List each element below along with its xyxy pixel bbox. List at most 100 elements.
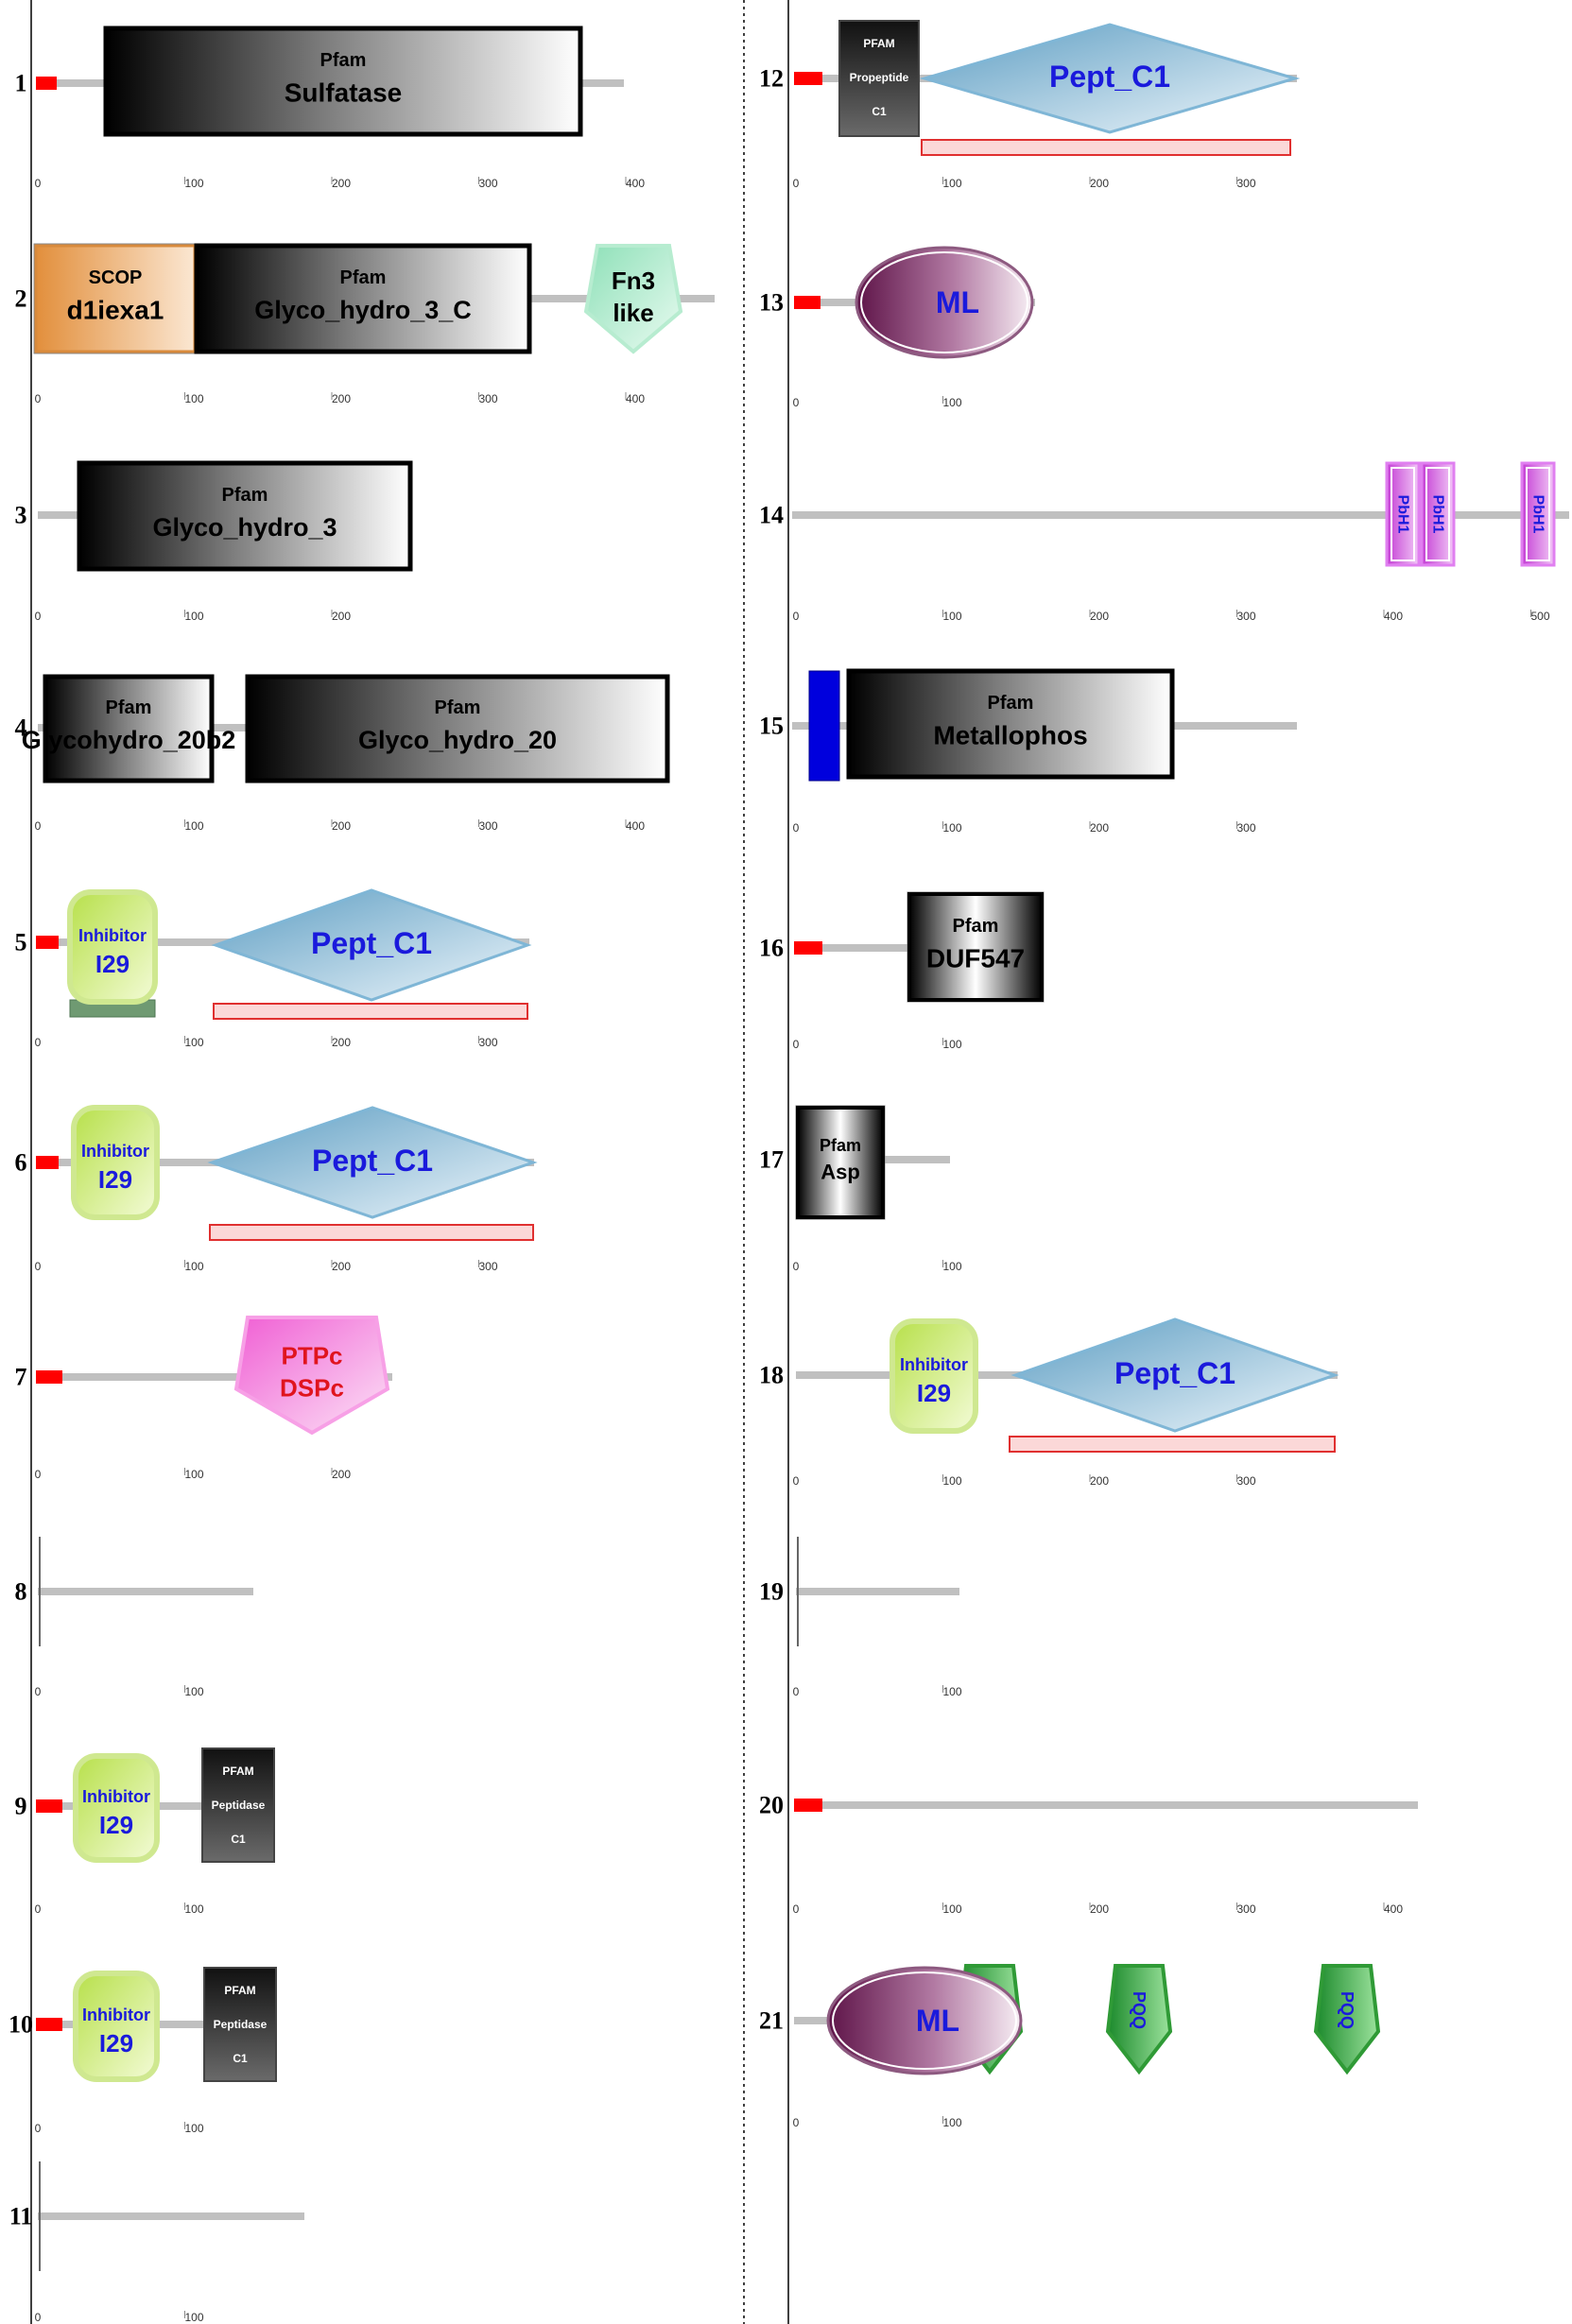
domain-name-label: PQQ — [1338, 1991, 1356, 2029]
domain-name-label: Pept_C1 — [1049, 60, 1170, 94]
domain-box — [201, 1747, 275, 1863]
domain: PbH1 — [1385, 461, 1421, 567]
axis-tick-label: 200 — [1090, 610, 1109, 623]
domain-box — [796, 1106, 885, 1219]
axis-tick-label: 200 — [332, 1260, 351, 1273]
domain-diamond — [919, 23, 1301, 134]
domain: ML — [855, 246, 1034, 359]
axis-tick-label: 300 — [478, 177, 497, 190]
domain: PbH1 — [1420, 461, 1456, 567]
axis-tick-label: 200 — [332, 177, 351, 190]
domain-source-label: Pfam — [820, 1136, 861, 1155]
domain-name-label: DUF547 — [926, 944, 1025, 973]
domain-label: I29 — [917, 1379, 951, 1407]
domain-label: PFAM — [222, 1765, 253, 1778]
axis-tick-label: 100 — [942, 1685, 961, 1698]
axis-tick-label: 0 — [793, 1260, 800, 1273]
axis-tick-label: 200 — [1090, 1474, 1109, 1488]
domain-box — [907, 892, 1044, 1002]
signal-peptide — [36, 1156, 59, 1169]
domain-label: Inhibitor — [82, 1787, 150, 1806]
domain-ellipse — [826, 1966, 1023, 2075]
protein-number: 1 — [15, 70, 27, 97]
axis-tick-label: 0 — [35, 1468, 42, 1481]
axis-tick-label: 100 — [184, 2122, 203, 2135]
signal-peptide — [36, 1799, 62, 1813]
domain-source-label: Pfam — [106, 697, 152, 718]
domain-label: I29 — [99, 2029, 133, 2057]
domain-rounded — [890, 1318, 978, 1434]
domain-pentagon — [233, 1316, 390, 1436]
domain-rounded — [73, 1753, 160, 1863]
signal-peptide — [794, 296, 821, 309]
domain-name-label: Glycohydro_20b2 — [22, 726, 236, 754]
domain-name-label: ML — [936, 285, 979, 319]
axis-tick-label: 200 — [332, 610, 351, 623]
domain-source-label: Pfam — [222, 485, 268, 506]
domain: Pept_C1 — [1011, 1317, 1339, 1433]
axis-tick-label: 100 — [184, 610, 203, 623]
protein-number: 20 — [759, 1792, 784, 1819]
domain-pqq — [1313, 1964, 1381, 2075]
protein-number: 8 — [15, 1578, 27, 1606]
axis-tick-label: 400 — [626, 177, 645, 190]
domain-name-label: Pept_C1 — [1114, 1356, 1235, 1390]
axis-tick-label: 300 — [478, 1036, 497, 1049]
signal-peptide — [36, 1370, 62, 1384]
axis-tick-label: 100 — [942, 610, 961, 623]
domain-box — [103, 26, 583, 137]
axis-tick-label: 200 — [332, 1036, 351, 1049]
axis-tick-label: 100 — [942, 1902, 961, 1916]
domain-ellipse — [855, 246, 1034, 359]
domain-label: like — [613, 299, 653, 327]
domain-rounded — [71, 1105, 160, 1220]
domain-box — [846, 668, 1175, 780]
domain-label: Inhibitor — [82, 2006, 150, 2024]
axis-tick-label: 0 — [793, 1902, 800, 1916]
axis-tick-label: 300 — [1236, 1902, 1255, 1916]
axis-tick-label: 200 — [332, 819, 351, 833]
protein-number: 19 — [759, 1578, 784, 1606]
axis-tick-label: 200 — [332, 392, 351, 405]
domain-rounded — [67, 889, 158, 1005]
axis-tick-label: 400 — [1384, 1902, 1403, 1916]
protein-number: 18 — [759, 1362, 784, 1389]
domain-source-label: Pfam — [988, 693, 1034, 714]
domain-rounded — [73, 1971, 160, 2082]
domain-label: Inhibitor — [78, 926, 147, 945]
domain: ML — [826, 1966, 1023, 2075]
axis-tick-label: 0 — [35, 1260, 42, 1273]
domain-box — [43, 674, 215, 783]
domain-name-label: Pept_C1 — [312, 1144, 433, 1178]
axis-tick-label: 100 — [184, 1260, 203, 1273]
domain-name-label: Glyco_hydro_3_C — [254, 296, 472, 324]
domain-diamond — [207, 1106, 538, 1219]
axis-tick-label: 300 — [1236, 177, 1255, 190]
signal-peptide — [794, 1799, 822, 1812]
signal-peptide — [36, 936, 59, 949]
protein-number: 10 — [9, 2011, 33, 2039]
axis-tick-label: 300 — [1236, 1474, 1255, 1488]
domain-name-label: Asp — [821, 1161, 860, 1184]
protein-number: 17 — [759, 1146, 784, 1174]
axis-tick-label: 200 — [1090, 177, 1109, 190]
axis-tick-label: 100 — [184, 392, 203, 405]
